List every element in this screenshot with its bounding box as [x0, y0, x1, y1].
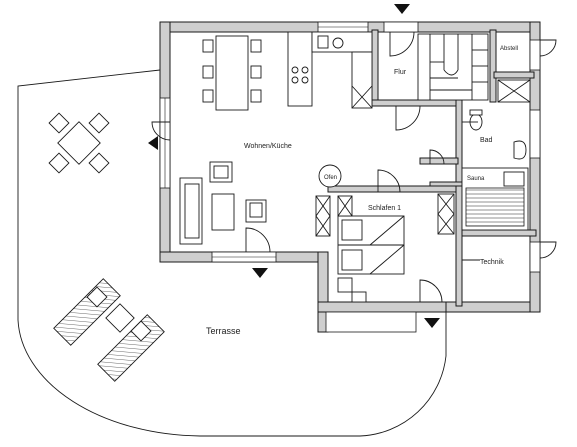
room-label-flur: Flur — [394, 69, 407, 76]
outer-walls — [159, 21, 541, 333]
outdoor-table — [48, 112, 110, 174]
sauna-cabin — [461, 167, 529, 231]
room-label-technik: Technik — [480, 259, 504, 266]
arrow-bottom-icon — [252, 268, 268, 278]
inner-walls — [327, 29, 537, 307]
entrance-arrows — [148, 4, 440, 328]
staircase — [417, 33, 489, 101]
living-furniture — [179, 161, 267, 245]
room-label-terrasse: Terrasse — [206, 326, 241, 336]
stove — [318, 164, 342, 188]
room-label-abstell: Abstell — [500, 46, 518, 52]
double-bed — [337, 215, 405, 275]
dining-table — [202, 35, 262, 111]
room-label-wohnen: Wohnen/Küche — [244, 143, 292, 150]
room-label-schlafen: Schlafen 1 — [368, 205, 401, 212]
room-label-sauna: Sauna — [467, 176, 485, 182]
arrow-left-icon — [148, 136, 158, 150]
arrow-bottom-right-icon — [424, 318, 440, 328]
wardrobes — [315, 193, 455, 303]
room-label-bad: Bad — [480, 137, 493, 144]
bathroom-fixtures — [469, 79, 531, 160]
kitchen-counter — [287, 31, 373, 109]
arrow-top-icon — [394, 4, 410, 14]
terrace-outline — [17, 69, 447, 437]
doors — [151, 31, 557, 303]
label-ofen: Ofen — [324, 175, 337, 181]
sun-loungers — [53, 278, 165, 382]
